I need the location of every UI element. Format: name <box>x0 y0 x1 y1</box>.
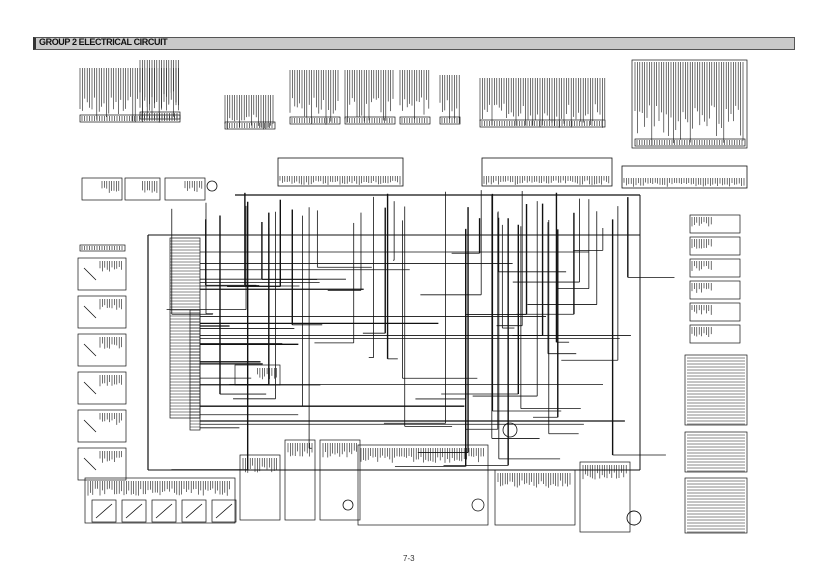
switch-box <box>234 364 281 386</box>
horn-symbol <box>626 510 642 526</box>
solenoid <box>121 499 147 523</box>
solenoid <box>181 499 207 523</box>
wire <box>185 503 203 519</box>
wire <box>83 381 97 395</box>
connector-block <box>439 116 461 125</box>
connector-block <box>479 119 606 128</box>
component-box <box>579 461 631 533</box>
wire <box>83 267 97 281</box>
switch-box <box>81 177 123 201</box>
connector-block <box>289 116 341 125</box>
module-outline <box>631 59 748 149</box>
sensor-symbol <box>342 499 354 511</box>
solenoid <box>91 499 117 523</box>
wire <box>215 503 233 519</box>
wire <box>83 343 97 357</box>
buzzer-symbol <box>206 180 218 192</box>
connector-table <box>684 354 748 426</box>
wire <box>83 419 97 433</box>
solenoid <box>211 499 237 523</box>
relay-switch <box>77 409 127 443</box>
connector-block <box>224 121 276 130</box>
connector-block <box>139 111 181 120</box>
component-box <box>319 439 361 521</box>
section-header: GROUP 2 ELECTRICAL CIRCUIT <box>33 37 795 50</box>
controller-connector <box>481 157 613 187</box>
relay-switch <box>77 257 127 291</box>
component-box <box>357 444 489 526</box>
controller-connector <box>277 157 404 187</box>
relay <box>689 280 741 300</box>
component-box <box>494 469 576 526</box>
section-title: GROUP 2 ELECTRICAL CIRCUIT <box>39 37 168 47</box>
connector-table <box>684 431 748 473</box>
relay <box>689 214 741 234</box>
relay-switch <box>77 447 127 481</box>
wire <box>125 503 143 519</box>
component-box <box>284 439 316 521</box>
controller-connector <box>621 165 748 189</box>
switch-box <box>124 177 161 201</box>
wire <box>83 305 97 319</box>
relay <box>689 236 741 256</box>
wire <box>155 503 173 519</box>
connector-block <box>634 138 746 147</box>
relay <box>689 324 741 344</box>
switch-box <box>164 177 206 201</box>
component-box <box>239 454 281 521</box>
connector-block <box>344 116 396 125</box>
gauge-symbol <box>502 422 518 438</box>
wire <box>83 457 97 471</box>
connector-block <box>399 116 431 125</box>
component-box <box>84 477 236 524</box>
relay <box>689 258 741 278</box>
relay-switch <box>77 295 127 329</box>
connector-block <box>79 114 181 123</box>
relay-switch <box>77 333 127 367</box>
connector-table <box>684 477 748 534</box>
relay-switch <box>77 371 127 405</box>
wire <box>95 503 113 519</box>
page-number: 7-3 <box>403 554 415 563</box>
connector-block <box>79 244 126 252</box>
relay <box>689 302 741 322</box>
solenoid <box>151 499 177 523</box>
motor-symbol <box>471 498 485 512</box>
